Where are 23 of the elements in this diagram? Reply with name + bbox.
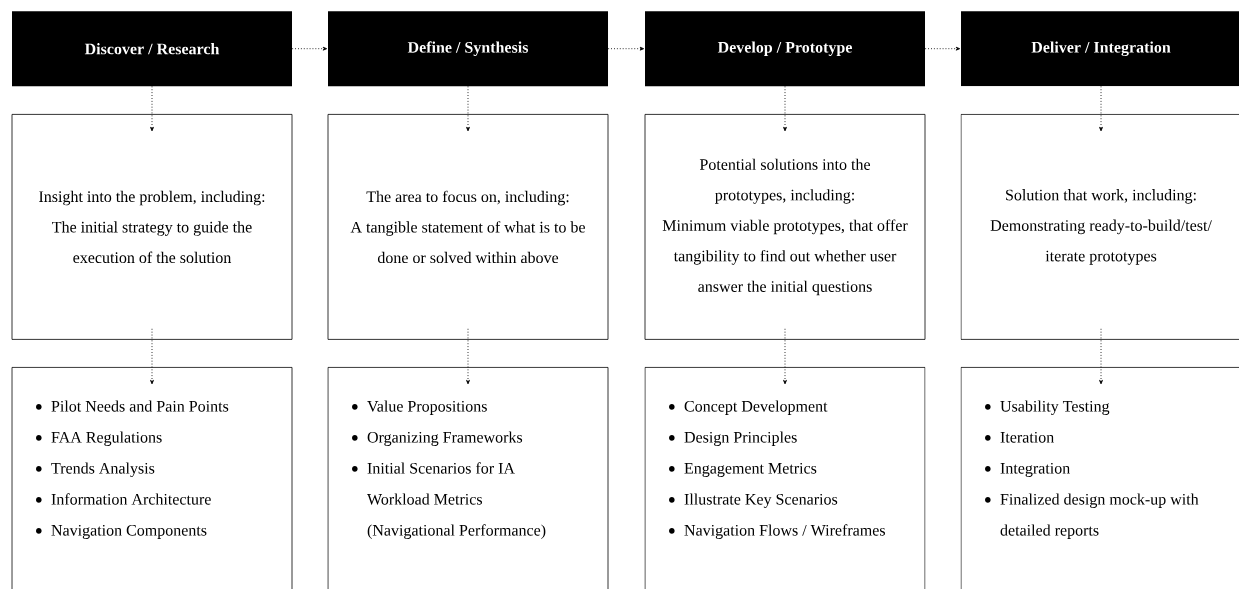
bullet-list-box: Value Propositions Organizing Frameworks Initial Scenarios for IA Workload Metrics (Navigational Performance) xyxy=(327,367,609,589)
arrow xyxy=(783,328,787,385)
phase-header: Develop / Prototype xyxy=(645,11,925,87)
arrow xyxy=(466,328,470,385)
arrow xyxy=(1099,328,1103,385)
bullet-list-box: Pilot Needs and Pain Points FAA Regulations Trends Analysis Information Architecture Navigation Components xyxy=(11,367,293,589)
description-box: The area to focus on, including: A tangible statement of what is to be done or solved within above xyxy=(327,114,609,340)
arrow xyxy=(291,46,328,51)
arrow xyxy=(150,85,154,132)
description-box: Insight into the problem, including: The initial strategy to guide the execution of the solution xyxy=(11,114,293,340)
arrow xyxy=(1099,85,1103,132)
arrow xyxy=(783,85,787,132)
arrow xyxy=(466,85,470,132)
bullet-list-box: Usability Testing Iteration Integration Finalized design mock-up with detailed reports xyxy=(960,367,1239,589)
arrow xyxy=(150,328,154,385)
arrow xyxy=(607,46,645,51)
bullet-list-box: Concept Development Design Principles Engagement Metrics Illustrate Key Scenarios Navigation Flows / Wireframes xyxy=(644,367,926,589)
phase-header: Define / Synthesis xyxy=(328,11,608,87)
arrow xyxy=(924,46,961,51)
description-box: Potential solutions into the prototypes, including: Minimum viable prototypes, that offer tangibility to find out whether user answer the initial questions xyxy=(644,114,926,340)
phase-header: Discover / Research xyxy=(12,11,292,87)
phase-header: Deliver / Integration xyxy=(961,11,1239,87)
description-box: Solution that work, including: Demonstrating ready-to-build/test/iterate prototypes xyxy=(960,114,1239,340)
